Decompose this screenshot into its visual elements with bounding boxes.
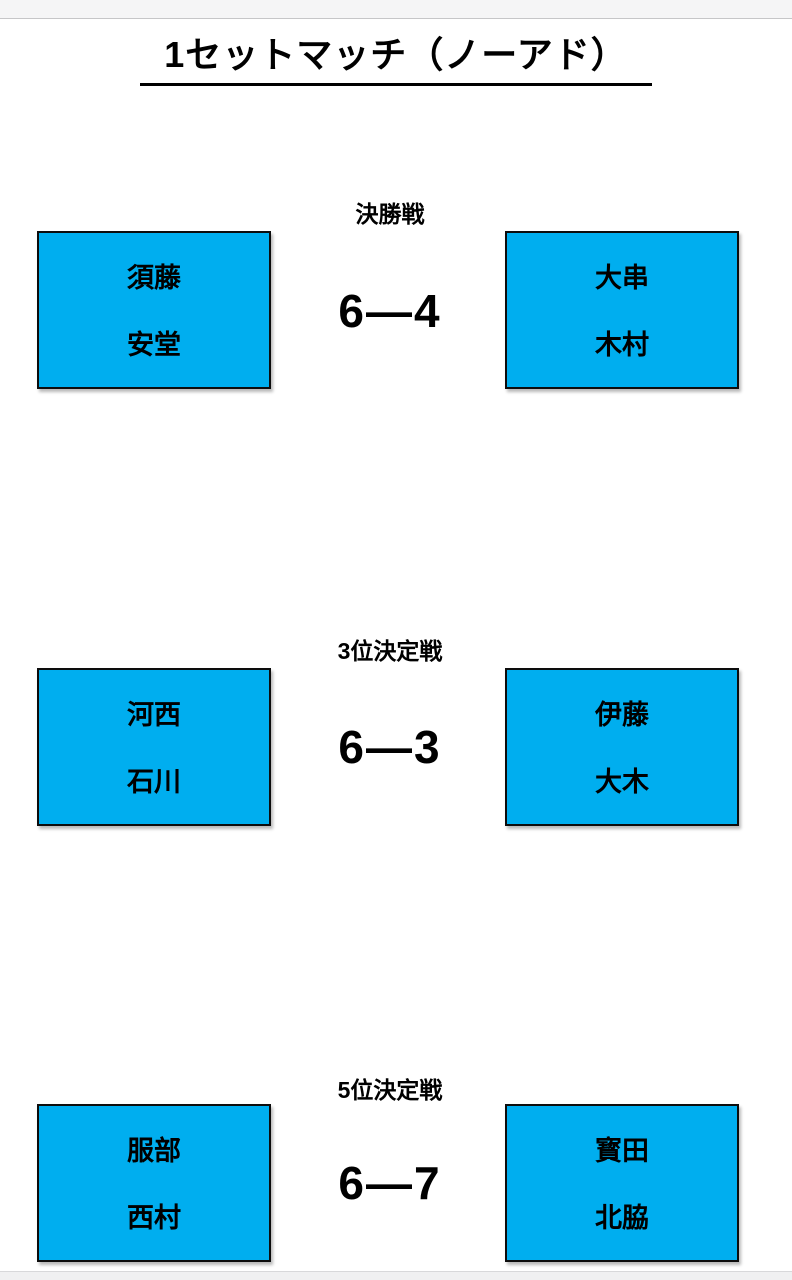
- player-name: 大木: [595, 767, 649, 797]
- player-name: 寳田: [595, 1136, 649, 1166]
- match-third-place-score: 6—3: [338, 721, 442, 773]
- page-title: 1セットマッチ（ノーアド）: [140, 26, 652, 86]
- player-name: 木村: [595, 330, 649, 360]
- match-final-score: 6—4: [338, 285, 442, 337]
- match-fifth-place-score: 6—7: [338, 1157, 442, 1209]
- player-name: 須藤: [127, 263, 181, 293]
- player-name: 伊藤: [595, 700, 649, 730]
- player-name: 大串: [595, 263, 649, 293]
- player-name: 北脇: [595, 1203, 649, 1233]
- player-name: 安堂: [127, 330, 181, 360]
- player-name: 石川: [127, 767, 181, 797]
- player-name: 河西: [127, 700, 181, 730]
- match-fifth-place-label: 5位決定戦: [337, 1077, 443, 1103]
- player-name: 西村: [127, 1203, 181, 1233]
- match-third-place-right-team-box: 伊藤 大木: [505, 668, 739, 826]
- viewer-bottom-strip: [0, 1271, 792, 1280]
- match-final-left-team-box: 須藤 安堂: [37, 231, 271, 389]
- page-title-wrap: 1セットマッチ（ノーアド）: [0, 26, 792, 86]
- player-name: 服部: [127, 1136, 181, 1166]
- match-fifth-place-left-team-box: 服部 西村: [37, 1104, 271, 1262]
- viewer-top-strip: [0, 0, 792, 19]
- match-fifth-place-right-team-box: 寳田 北脇: [505, 1104, 739, 1262]
- match-third-place-label: 3位決定戦: [337, 638, 443, 664]
- match-final-label: 決勝戦: [355, 201, 425, 227]
- match-final-right-team-box: 大串 木村: [505, 231, 739, 389]
- match-third-place-left-team-box: 河西 石川: [37, 668, 271, 826]
